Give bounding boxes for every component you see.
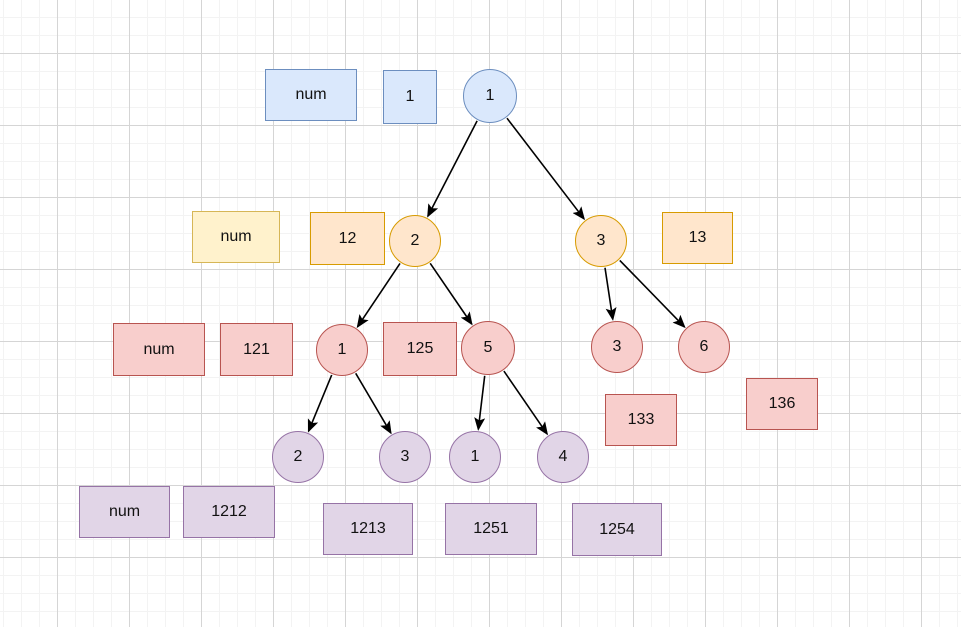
node-label: 1251 xyxy=(473,520,509,537)
node-l2-12-rect[interactable]: 12 xyxy=(310,212,385,265)
node-l1-num-rect[interactable]: num xyxy=(265,69,357,121)
node-l4-2-circle[interactable]: 2 xyxy=(272,431,324,483)
node-label: 1 xyxy=(470,448,480,465)
node-l3-133-rect[interactable]: 133 xyxy=(605,394,677,446)
node-label: 1 xyxy=(485,87,495,104)
node-label: 2 xyxy=(293,448,303,465)
node-l1-1-rect[interactable]: 1 xyxy=(383,70,437,124)
node-label: 3 xyxy=(400,448,410,465)
node-label: num xyxy=(295,86,327,103)
node-label: 1213 xyxy=(350,520,386,537)
edge-l3-1-circle-to-l4-2-circle[interactable] xyxy=(307,374,333,433)
edge-l1-1-circle-to-l2-3-circle[interactable] xyxy=(506,117,586,221)
node-l4-1-circle[interactable]: 1 xyxy=(449,431,501,483)
node-l3-121-rect[interactable]: 121 xyxy=(220,323,293,376)
edge-l2-3-circle-to-l3-3-circle[interactable] xyxy=(604,267,617,321)
node-l3-136-rect[interactable]: 136 xyxy=(746,378,818,430)
node-l4-1213-rect[interactable]: 1213 xyxy=(323,503,413,555)
edge-l1-1-circle-to-l2-2-circle[interactable] xyxy=(427,120,478,218)
node-l2-2-circle[interactable]: 2 xyxy=(389,215,441,267)
node-l4-1212-rect[interactable]: 1212 xyxy=(183,486,275,538)
node-label: 4 xyxy=(558,448,568,465)
edge-l2-2-circle-to-l3-1-circle[interactable] xyxy=(356,262,401,329)
node-l4-1254-rect[interactable]: 1254 xyxy=(572,503,662,556)
node-label: 1 xyxy=(405,88,415,105)
node-label: 125 xyxy=(406,340,434,357)
edge-l3-5-circle-to-l4-4-circle[interactable] xyxy=(503,370,549,436)
edge-l2-3-circle-to-l3-6-circle[interactable] xyxy=(619,259,686,329)
node-l4-4-circle[interactable]: 4 xyxy=(537,431,589,483)
node-label: 2 xyxy=(410,232,420,249)
node-label: 133 xyxy=(627,411,655,428)
node-l4-num-rect[interactable]: num xyxy=(79,486,170,538)
node-l3-125-rect[interactable]: 125 xyxy=(383,322,457,376)
node-label: 1254 xyxy=(599,520,635,538)
node-label: 12 xyxy=(338,229,357,247)
node-label: 6 xyxy=(699,338,709,355)
node-l4-3-circle[interactable]: 3 xyxy=(379,431,431,483)
node-l4-1251-rect[interactable]: 1251 xyxy=(445,503,537,555)
node-label: 121 xyxy=(243,340,270,358)
node-l3-5-circle[interactable]: 5 xyxy=(461,321,515,375)
node-l3-6-circle[interactable]: 6 xyxy=(678,321,730,373)
edge-l2-2-circle-to-l3-5-circle[interactable] xyxy=(429,262,473,326)
node-l2-13-rect[interactable]: 13 xyxy=(662,212,733,264)
node-l3-3-circle[interactable]: 3 xyxy=(591,321,643,373)
node-label: 3 xyxy=(612,338,622,355)
node-label: num xyxy=(143,340,175,358)
node-label: 3 xyxy=(596,232,606,249)
node-label: 13 xyxy=(688,229,707,246)
node-label: 1 xyxy=(337,341,347,358)
edge-l3-1-circle-to-l4-3-circle[interactable] xyxy=(355,372,392,435)
node-l3-1-circle[interactable]: 1 xyxy=(316,324,368,376)
node-l2-num-rect[interactable]: num xyxy=(192,211,280,263)
node-label: 5 xyxy=(483,339,493,356)
node-label: num xyxy=(108,503,141,520)
node-label: 136 xyxy=(768,395,796,412)
node-label: num xyxy=(220,228,252,245)
edge-l3-5-circle-to-l4-1-circle[interactable] xyxy=(474,375,486,431)
node-l3-num-rect[interactable]: num xyxy=(113,323,205,376)
node-l2-3-circle[interactable]: 3 xyxy=(575,215,627,267)
node-l1-1-circle[interactable]: 1 xyxy=(463,69,517,123)
node-label: 1212 xyxy=(211,503,247,520)
